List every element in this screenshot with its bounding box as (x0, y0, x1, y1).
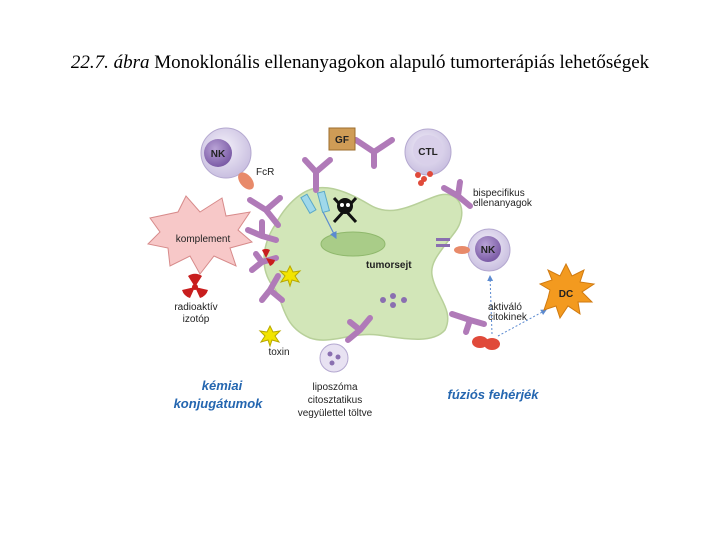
ctl-cell: CTL (404, 128, 452, 176)
nk-cell-right: NK (467, 228, 511, 272)
dendritic-cell (538, 262, 596, 320)
nk-top-label: NK (211, 149, 226, 160)
toxin-icon-upper (278, 264, 302, 288)
figure-number: 22.7. ábra (70, 52, 150, 73)
figure-caption: 22.7. ábra Monoklonális ellenanyagokon a… (0, 52, 720, 74)
fusion-proteins-label: fúziós fehérjék (447, 387, 539, 402)
radioactive-label-2: izotóp (183, 314, 210, 325)
signal-arrow (321, 209, 337, 240)
toxin-icon (258, 324, 282, 348)
liposome-label-3: vegyülettel töltve (298, 408, 373, 419)
bispecific-label-1: bispecifikus (473, 188, 525, 199)
bispecific-right (436, 238, 470, 254)
bispecific-label-2: ellenanyagok (473, 198, 533, 209)
radioactive-label-1: radioaktív (174, 302, 217, 313)
nk-cell-top: NK (200, 127, 252, 179)
antibody-gf (302, 157, 333, 193)
cytokine-arrow-dc (497, 309, 547, 337)
tumor-cell-label: tumorsejt (366, 260, 412, 271)
chemical-conjugates-label-1: kémiai (202, 378, 243, 393)
nk-right-label: NK (481, 245, 496, 256)
gf-label: GF (335, 135, 349, 146)
antibody-fusion (449, 311, 487, 335)
activating-label-2: citokinek (488, 312, 528, 323)
toxin-label: toxin (268, 347, 289, 358)
fc-receptor (238, 172, 254, 190)
radioactive-icon-small (262, 248, 275, 266)
ctl-receptor (415, 171, 433, 186)
chemical-conjugates-label-2: konjugátumok (174, 396, 264, 411)
antibody-toxin (259, 273, 285, 303)
antibody-complement (245, 219, 279, 243)
complement-burst (146, 195, 254, 275)
membrane-receptor-left (300, 193, 317, 214)
fcr-label: FcR (256, 167, 274, 178)
ctl-label: CTL (418, 147, 437, 158)
liposome-inside (380, 293, 407, 308)
liposome-label-1: liposzóma (312, 382, 357, 393)
skull-icon (332, 196, 358, 224)
antibody-liposome (345, 315, 373, 343)
tumor-nucleus (320, 231, 386, 257)
membrane-receptor-top (316, 190, 331, 214)
antibody-nk-bridge (247, 195, 283, 228)
dc-label: DC (559, 289, 573, 300)
antibody-bispecific (441, 179, 473, 209)
figure-title: Monoklonális ellenanyagokon alapuló tumo… (154, 52, 650, 73)
activating-label-1: aktiváló (488, 302, 522, 313)
antibody-gf-right (353, 137, 395, 169)
complement-label: komplement (176, 234, 231, 245)
growth-factor (328, 127, 356, 151)
liposome-label-2: citosztatikus (308, 395, 362, 406)
liposome-outside (319, 343, 349, 373)
tumor-cell (263, 186, 463, 341)
cytokine-arrow-nk (487, 275, 494, 335)
radioactive-icon (182, 273, 208, 298)
fusion-protein (472, 336, 500, 350)
